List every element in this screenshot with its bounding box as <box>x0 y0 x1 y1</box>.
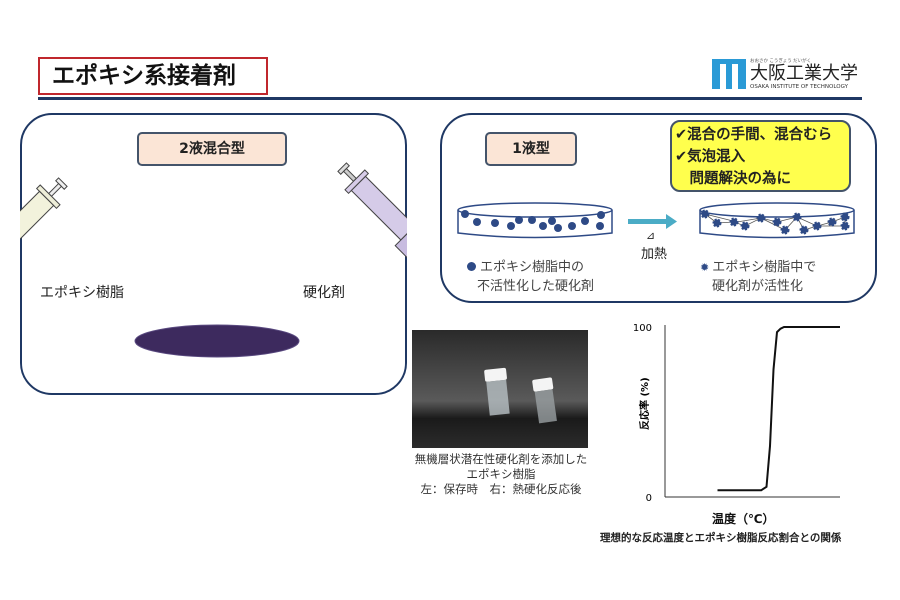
benefit-item: ✔混合の手間、混合むら <box>675 127 833 143</box>
before-caption: エポキシ樹脂中の 不活性化した硬化剤 <box>467 258 594 296</box>
hardener-syringe-icon <box>337 162 407 289</box>
adhesive-puddle <box>134 324 300 358</box>
logo-name: 大阪工業大学 <box>750 63 858 84</box>
caption-line: 左：保存時 右：熱硬化反応後 <box>420 482 582 496</box>
caption-line: 硬化剤が活性化 <box>712 279 804 294</box>
x-axis-label: 温度（℃） <box>712 512 775 526</box>
reaction-curve <box>717 326 840 492</box>
benefit-item: 問題解決の為に <box>675 171 791 187</box>
syringes-illustration <box>20 162 407 358</box>
y-tick-label: 0 <box>646 493 652 504</box>
one-part-tag: 1液型 <box>485 132 577 166</box>
logo-mark-icon <box>712 59 746 89</box>
dish-illustrations <box>457 202 855 239</box>
benefit-item: ✔気泡混入 <box>675 149 746 165</box>
university-logo: おおさか こうぎょう だいがく 大阪工業大学 OSAKA INSTITUTE O… <box>712 58 858 90</box>
logo-en: OSAKA INSTITUTE OF TECHNOLOGY <box>750 84 848 90</box>
photo-caption: 無機層状潜在性硬化剤を添加した エポキシ樹脂 左：保存時 右：熱硬化反応後 <box>388 452 614 497</box>
caption-line: エポキシ樹脂 <box>466 467 536 481</box>
caption-line: エポキシ樹脂中の <box>480 260 585 275</box>
logo-kana: おおさか こうぎょう だいがく <box>750 59 812 64</box>
header-divider <box>38 97 862 100</box>
heat-symbol: ⊿ <box>646 229 656 242</box>
caption-line: エポキシ樹脂中で <box>712 260 817 275</box>
vials-photo <box>412 330 588 448</box>
benefits-box: ✔混合の手間、混合むら ✔気泡混入 問題解決の為に <box>670 120 851 192</box>
reaction-chart: 100 0 反応率 (%) <box>633 323 840 504</box>
y-tick-label: 100 <box>633 323 652 334</box>
after-caption: ✹エポキシ樹脂中で 硬化剤が活性化 <box>700 258 816 296</box>
resin-label: エポキシ樹脂 <box>40 285 124 301</box>
arrow-icon <box>628 214 677 229</box>
caption-line: 不活性化した硬化剤 <box>477 279 595 294</box>
active-dish-icon <box>699 202 855 239</box>
y-axis-label: 反応率 (%) <box>638 377 651 430</box>
inactive-dish-icon <box>457 202 613 239</box>
resin-syringe-icon <box>20 177 68 256</box>
hardener-label: 硬化剤 <box>303 285 345 301</box>
inactive-dot-icon <box>467 262 476 271</box>
slide-title: エポキシ系接着剤 <box>38 57 268 95</box>
heat-label: 加熱 <box>641 247 668 262</box>
caption-line: 無機層状潜在性硬化剤を添加した <box>414 452 588 466</box>
chart-caption: 理想的な反応温度とエポキシ樹脂反応割合との関係 <box>600 532 842 544</box>
two-part-tag: 2液混合型 <box>137 132 287 166</box>
active-dot-icon: ✹ <box>700 261 710 274</box>
one-part-panel <box>440 113 877 303</box>
